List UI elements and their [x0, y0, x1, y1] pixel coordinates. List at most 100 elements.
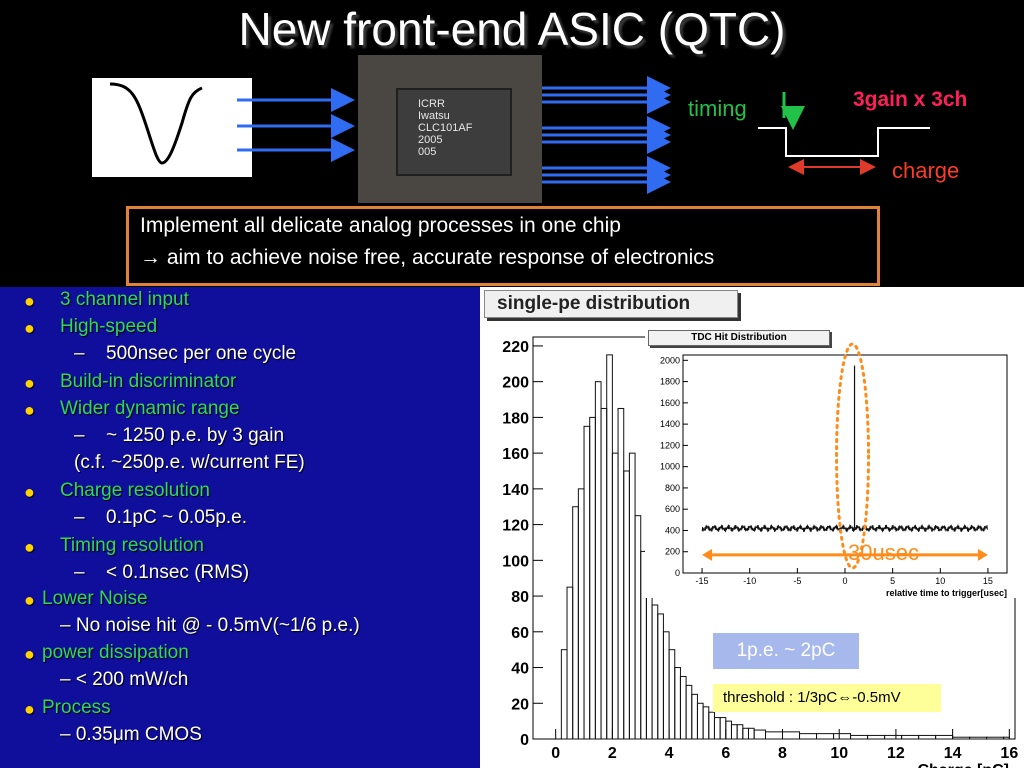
signal-flow-graphic [237, 76, 930, 194]
inset-y-tick-label: 800 [665, 483, 680, 493]
chip-marking-line: 005 [418, 146, 437, 158]
y-tick-label: 100 [502, 553, 529, 570]
x-tick-label: 4 [665, 745, 674, 762]
bullet-dot: ● [24, 590, 35, 610]
bullet-item: High-speed [60, 316, 158, 337]
y-tick-label: 220 [502, 339, 529, 356]
x-tick-label: 10 [830, 745, 848, 762]
inset-title: TDC Hit Distribution [648, 330, 830, 346]
bullet-dot: ● [24, 373, 35, 393]
chip-marking: ICRR Iwatsu CLC101AF 2005 005 [418, 98, 472, 158]
x-tick-label: 2 [608, 745, 617, 762]
bullet-item: power dissipation [42, 642, 189, 663]
callout-line-2: → aim to achieve noise free, accurate re… [140, 246, 715, 269]
sub-bullet-item: ~ 1250 p.e. by 3 gain [106, 425, 285, 446]
sub-bullet-continuation: (c.f. ~250p.e. w/current FE) [74, 452, 305, 473]
inset-y-tick-label: 400 [665, 525, 680, 535]
y-tick-label: 60 [511, 625, 529, 642]
input-pulse-image [92, 78, 252, 177]
charge-label: charge [892, 158, 960, 183]
dash-marker: – [74, 343, 85, 364]
gain-label: 3gain x 3ch [853, 88, 968, 111]
feature-list-panel: ● 3 channel input ● High-speed – 500nsec… [0, 287, 480, 768]
inset-y-tick-label: 2000 [660, 355, 680, 365]
inset-x-tick-label: -5 [793, 576, 801, 586]
sub-bullet-item: 0.1pC ~ 0.05p.e. [106, 507, 248, 528]
chip-marking-line: 2005 [418, 134, 443, 146]
chip-marking-line: CLC101AF [418, 122, 473, 134]
inset-x-tick-label: 15 [983, 576, 993, 586]
x-tick-label: 16 [1000, 745, 1018, 762]
y-tick-label: 160 [502, 446, 529, 463]
inset-y-tick-label: 600 [665, 504, 680, 514]
bullet-dot: ● [24, 699, 35, 719]
y-tick-label: 120 [502, 518, 529, 535]
sub-bullet-item: – < 200 mW/ch [60, 669, 189, 690]
x-tick-label: 8 [778, 745, 787, 762]
bullet-item: Lower Noise [42, 588, 148, 609]
y-tick-label: 180 [502, 410, 529, 427]
histogram-title-box: single-pe distribution [484, 290, 738, 318]
inset-x-tick-label: -15 [696, 576, 709, 586]
callout-box [126, 206, 880, 286]
bullet-dot: ● [24, 644, 35, 664]
inset-y-tick-label: 200 [665, 547, 680, 557]
bullet-item: Process [42, 697, 111, 718]
pe-annotation: 1p.e. ~ 2pC [736, 640, 836, 661]
tdc-baseline-noise [701, 524, 988, 533]
inset-y-tick-label: 1000 [660, 462, 680, 472]
x-axis-label: Charge [pC] [917, 762, 1009, 768]
bullet-dot: ● [24, 482, 35, 502]
y-tick-label: 20 [511, 696, 529, 713]
inset-x-axis-label: relative time to trigger[usec] [886, 588, 1007, 598]
inset-y-tick-label: 1400 [660, 419, 680, 429]
histogram-bin [1003, 736, 1010, 740]
callout-line-1: Implement all delicate analog processes … [140, 214, 621, 237]
asic-chip-body [396, 88, 512, 176]
dash-marker: – [74, 562, 85, 583]
bullet-item: Wider dynamic range [60, 398, 240, 419]
sub-bullet-item: – 0.35μm CMOS [60, 724, 202, 745]
inset-y-tick-label: 1200 [660, 440, 680, 450]
y-tick-label: 200 [502, 375, 529, 392]
inset-y-tick-label: 0 [675, 568, 680, 578]
pulse-waveform-graphic [109, 82, 203, 165]
bullet-item: Build-in discriminator [60, 371, 237, 392]
bullet-dot: ● [24, 318, 35, 338]
dash-marker: – [74, 507, 85, 528]
window-width-annotation: 30usec [848, 540, 919, 565]
inset-x-tick-label: -10 [743, 576, 756, 586]
threshold-annotation: threshold : 1/3pC⇔-0.5mV [723, 689, 901, 706]
window-arrow-head-left [702, 548, 713, 561]
peak-highlight-ellipse [835, 342, 871, 570]
y-tick-label: 40 [511, 661, 529, 678]
inset-x-tick-label: 0 [842, 576, 847, 586]
x-tick-label: 6 [721, 745, 730, 762]
sub-bullet-item: < 0.1nsec (RMS) [106, 562, 250, 583]
dash-marker: – [74, 425, 85, 446]
pe-annotation-box: 1p.e. ~ 2pC [713, 633, 859, 669]
histogram-title: single-pe distribution [497, 293, 691, 314]
inset-x-tick-label: 5 [890, 576, 895, 586]
timing-label: timing [688, 96, 747, 121]
threshold-annotation-box: threshold : 1/3pC⇔-0.5mV [713, 684, 941, 712]
bullet-item: Charge resolution [60, 480, 210, 501]
tdc-hit-histogram: 0200400600800100012001400160018002000-15… [660, 342, 1008, 598]
bullet-item: 3 channel input [60, 289, 189, 310]
chip-marking-line: ICRR [418, 98, 445, 110]
chip-marking-line: Iwatsu [418, 110, 450, 122]
inset-x-tick-label: 10 [935, 576, 945, 586]
x-tick-label: 0 [551, 745, 560, 762]
x-tick-label: 14 [944, 745, 962, 762]
window-arrow-head-right [977, 548, 988, 561]
bullet-dot: ● [24, 400, 35, 420]
x-tick-label: 12 [887, 745, 905, 762]
inset-plot-frame [682, 354, 1008, 574]
sub-bullet-item: – No noise hit @ - 0.5mV(~1/6 p.e.) [60, 615, 360, 636]
y-tick-label: 80 [511, 589, 529, 606]
y-tick-label: 140 [502, 482, 529, 499]
bullet-dot: ● [24, 537, 35, 557]
bullet-dot: ● [24, 291, 35, 311]
sub-bullet-item: 500nsec per one cycle [106, 343, 297, 364]
slide-title: New front-end ASIC (QTC) [238, 3, 786, 55]
